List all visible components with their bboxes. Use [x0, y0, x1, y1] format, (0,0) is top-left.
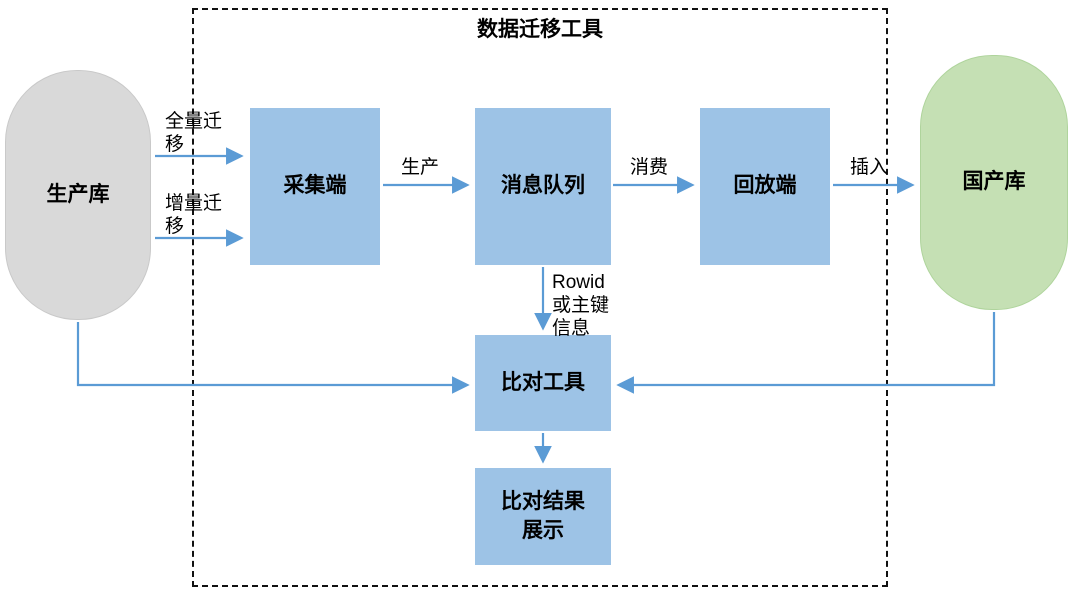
edge-label-consume: 消费	[630, 157, 669, 178]
edge-label-incremental-migration: 增量迁 移	[165, 193, 223, 238]
edge-label-insert: 插入	[850, 157, 889, 178]
node-message-queue: 消息队列	[475, 108, 611, 265]
edge-label-produce: 生产	[401, 157, 440, 178]
node-collector: 采集端	[250, 108, 380, 265]
node-source-database: 生产库	[5, 70, 151, 320]
node-compare-tool: 比对工具	[475, 335, 611, 431]
node-compare-result: 比对结果 展示	[475, 468, 611, 565]
node-replayer: 回放端	[700, 108, 830, 265]
node-target-database: 国产库	[920, 55, 1068, 310]
edge-label-rowid-or-pk: Rowid 或主键 信息	[552, 272, 610, 340]
diagram-title: 数据迁移工具	[477, 18, 603, 41]
migration-tool-boundary	[192, 8, 888, 587]
edge-label-full-migration: 全量迁 移	[165, 111, 223, 156]
